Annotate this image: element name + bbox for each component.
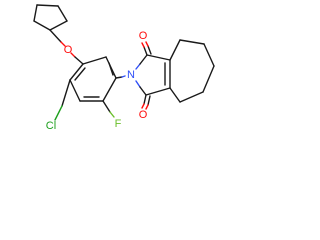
cyclopentyl-ring xyxy=(33,4,68,31)
chlorine-label: Cl xyxy=(46,120,56,132)
imide-nitrogen-label: N xyxy=(127,69,135,81)
ether-bonds xyxy=(49,29,84,65)
carbonyl-oxygen-bottom-label: O xyxy=(139,109,148,121)
carbonyl-bonds xyxy=(141,41,152,110)
imide-ring xyxy=(135,54,171,96)
fluorine-label: F xyxy=(115,118,122,130)
n-aryl-bond xyxy=(115,75,126,79)
halogen-bonds xyxy=(54,79,115,121)
ether-oxygen-label: O xyxy=(64,44,73,56)
carbonyl-oxygen-top-label: O xyxy=(139,30,148,42)
cyclohexene-ring xyxy=(169,39,215,103)
molecule-structure: O N O O Cl F xyxy=(33,4,215,132)
benzene-ring xyxy=(69,56,117,102)
